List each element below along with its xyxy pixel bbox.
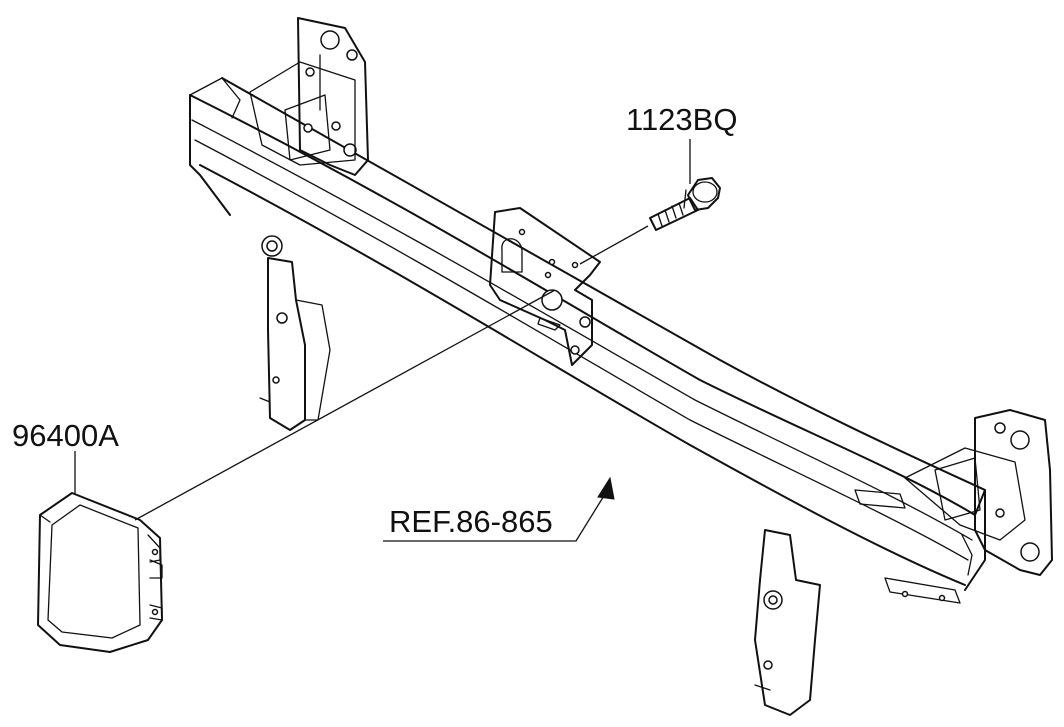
left-lower-bracket (259, 235, 331, 431)
reference-label: REF.86-865 (389, 504, 553, 539)
sensor-part-label: 96400A (12, 418, 119, 453)
bumper-beam (189, 77, 986, 604)
sensor-assembly-line (134, 289, 556, 521)
leader-lines (74, 139, 691, 542)
left-crash-box (249, 17, 369, 176)
reference-leader (383, 485, 611, 542)
right-lower-bracket (754, 529, 821, 716)
flange-bolt (649, 177, 721, 231)
right-crash-box (904, 409, 1053, 576)
radar-sensor-module (37, 492, 163, 653)
bolt-assembly-line (579, 225, 649, 265)
center-sensor-bracket (489, 207, 601, 366)
reference-arrowhead-icon (597, 476, 615, 500)
bolt-part-label: 1123BQ (626, 102, 737, 137)
